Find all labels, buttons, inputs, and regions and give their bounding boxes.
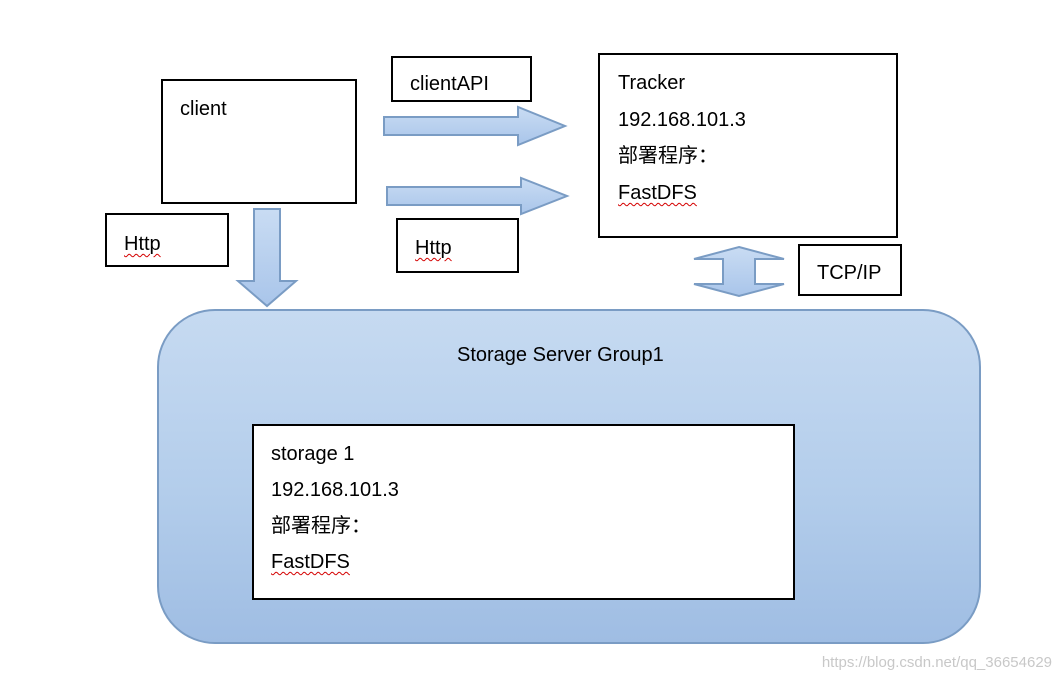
http-right-arrow	[386, 176, 570, 216]
storage-1-ip: 192.168.101.3	[271, 479, 399, 501]
client-api-box: clientAPI	[391, 56, 532, 102]
storage-group-title: Storage Server Group1	[457, 344, 664, 366]
http-middle-box: Http	[396, 218, 519, 273]
http-middle-label: Http	[415, 237, 452, 259]
storage-1-box: storage 1 192.168.101.3 部署程序： FastDFS	[252, 424, 795, 600]
tracker-deploy-label: 部署程序：	[618, 145, 718, 167]
tracker-ip: 192.168.101.3	[618, 109, 746, 131]
http-left-label: Http	[124, 233, 161, 255]
watermark: https://blog.csdn.net/qq_36654629	[821, 654, 1052, 671]
http-left-box: Http	[105, 213, 229, 267]
http-down-arrow	[235, 208, 299, 308]
tcp-ip-double-arrow	[693, 245, 785, 298]
storage-1-program: FastDFS	[271, 551, 350, 573]
storage-1-title: storage 1	[271, 443, 355, 465]
client-label: client	[180, 98, 227, 120]
storage-1-deploy-label: 部署程序：	[271, 515, 371, 537]
tcp-ip-box: TCP/IP	[798, 244, 902, 296]
client-api-arrow	[383, 105, 568, 147]
storage-server-group: Storage Server Group1 storage 1 192.168.…	[157, 309, 981, 644]
client-api-label: clientAPI	[410, 73, 489, 95]
tracker-program: FastDFS	[618, 182, 697, 204]
client-box: client	[161, 79, 357, 204]
tcp-ip-label: TCP/IP	[817, 262, 882, 284]
tracker-title: Tracker	[618, 72, 686, 94]
tracker-box: Tracker 192.168.101.3 部署程序： FastDFS	[598, 53, 898, 238]
